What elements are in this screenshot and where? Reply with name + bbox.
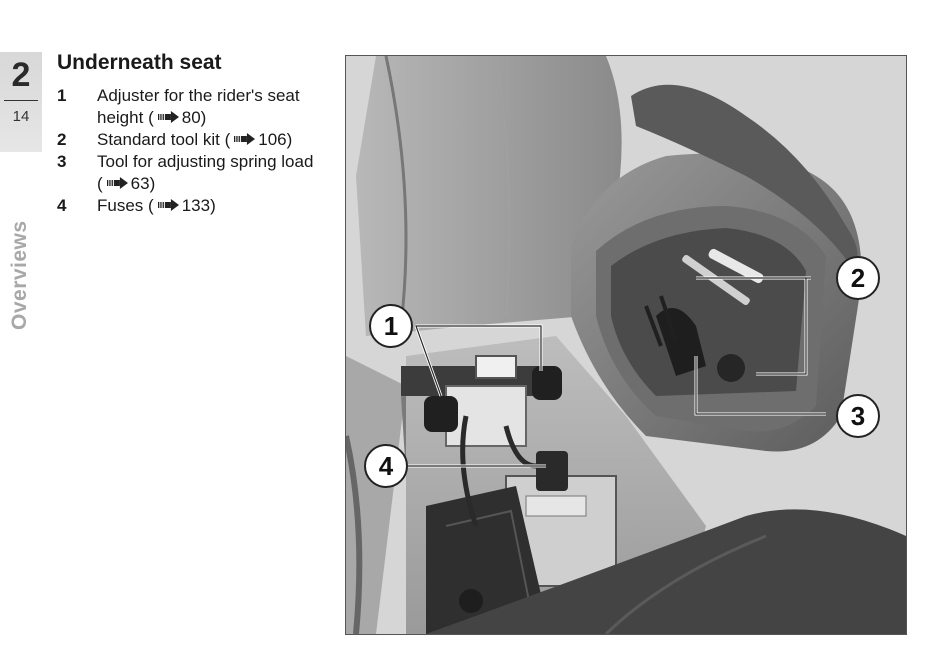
page-reference[interactable]: (80) (148, 108, 206, 127)
callout-3: 3 (837, 395, 879, 437)
motorcycle-underseat-drawing: 1 2 3 4 (346, 56, 906, 634)
adjuster-knob (532, 366, 562, 400)
legend-item: 4 Fuses (133) (57, 195, 332, 217)
legend-item: 3 Tool for adjusting spring load (63) (57, 151, 332, 195)
adjuster-knob (424, 396, 458, 432)
legend-item: 1 Adjuster for the rider's seat height (… (57, 85, 332, 129)
legend-item: 2 Standard tool kit (106) (57, 129, 332, 151)
legend-list: 1 Adjuster for the rider's seat height (… (57, 85, 332, 217)
section-name: Overviews (8, 310, 128, 330)
page-reference[interactable]: (63) (97, 174, 155, 193)
spring-adjust-tool-shape (717, 354, 745, 382)
page-reference-number: 133 (182, 196, 210, 215)
page-ref-arrow-icon (107, 173, 129, 195)
page-ref-arrow-icon (158, 107, 180, 129)
page-reference-number: 80 (182, 108, 201, 127)
page-title: Underneath seat (57, 51, 222, 75)
legend-label: Standard tool kit (97, 130, 220, 149)
callout-label: 3 (851, 401, 865, 431)
callout-label: 2 (851, 263, 865, 293)
page-reference[interactable]: (106) (225, 130, 293, 149)
page-ref-arrow-icon (158, 195, 180, 217)
legend-text: Tool for adjusting spring load (63) (97, 151, 332, 195)
fuse-shape (536, 451, 568, 491)
callout-label: 1 (384, 311, 398, 341)
page-reference-number: 63 (131, 174, 150, 193)
legend-number: 3 (57, 151, 97, 195)
page-ref-arrow-icon (234, 129, 256, 151)
underseat-illustration: 1 2 3 4 (345, 55, 907, 635)
legend-label: Fuses (97, 196, 143, 215)
legend-text: Adjuster for the rider's seat height (80… (97, 85, 332, 129)
chapter-divider (4, 100, 38, 101)
page-reference-number: 106 (258, 130, 286, 149)
chapter-number: 2 (6, 56, 36, 95)
legend-text: Fuses (133) (97, 195, 332, 217)
legend-number: 2 (57, 129, 97, 151)
callout-2: 2 (837, 257, 879, 299)
page-number: 14 (6, 108, 36, 125)
legend-text: Standard tool kit (106) (97, 129, 332, 151)
callout-1: 1 (370, 305, 412, 347)
page-reference[interactable]: (133) (148, 196, 216, 215)
legend-number: 4 (57, 195, 97, 217)
callout-label: 4 (379, 451, 394, 481)
legend-label: Tool for adjusting spring load (97, 152, 313, 171)
legend-number: 1 (57, 85, 97, 129)
callout-4: 4 (365, 445, 407, 487)
